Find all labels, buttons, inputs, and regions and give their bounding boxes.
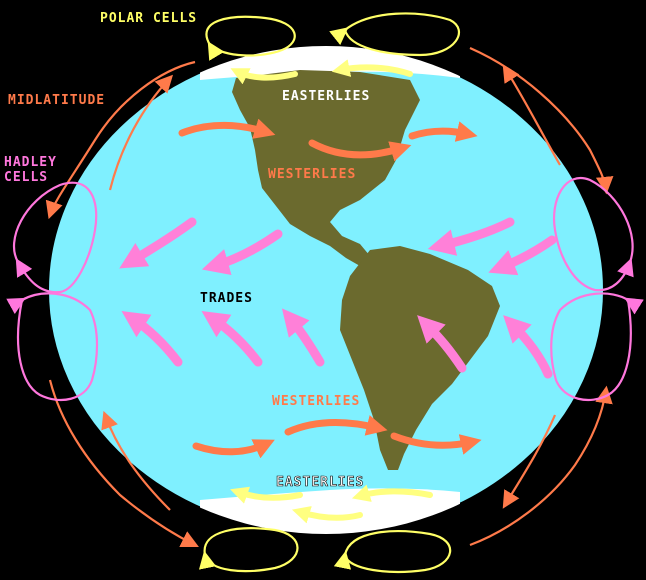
label-trades: TRADES bbox=[200, 291, 253, 306]
polar-cell-loop-sw bbox=[205, 528, 298, 571]
polar-cell-loop-nw bbox=[206, 17, 294, 56]
label-hadley-line2: CELLS bbox=[4, 170, 48, 185]
label-westerlies-north: WESTERLIES bbox=[268, 167, 356, 182]
label-polar-cells: POLAR CELLS bbox=[100, 11, 197, 26]
label-hadley-line1: HADLEY bbox=[4, 155, 57, 170]
polar-cell-loop-se bbox=[345, 531, 450, 572]
label-easterlies-south: EASTERLIES bbox=[276, 475, 364, 490]
label-easterlies-north: EASTERLIES bbox=[282, 89, 370, 104]
label-midlatitude: MIDLATITUDE bbox=[8, 93, 105, 108]
label-westerlies-south: WESTERLIES bbox=[272, 394, 360, 409]
